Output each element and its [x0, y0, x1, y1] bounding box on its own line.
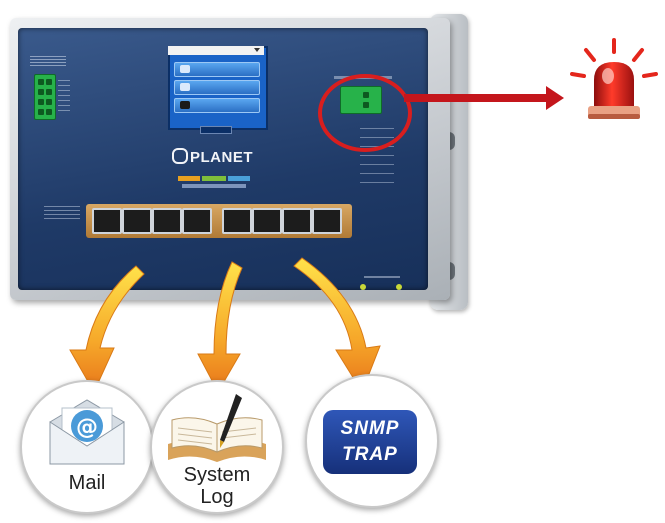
- alarm-arrow-shaft: [404, 94, 549, 102]
- screen-button-3: [174, 98, 260, 113]
- book-pen-icon: [168, 394, 266, 462]
- system-log-caption-line1: System: [183, 464, 251, 486]
- mail-at-glyph: @: [76, 415, 98, 440]
- mail-bubble: @ Mail: [20, 380, 154, 514]
- screen-dropdown: [168, 46, 264, 55]
- snmp-trap-icon: SNMP TRAP: [323, 410, 417, 474]
- system-log-caption-line2: Log: [200, 486, 234, 508]
- trap-label: TRAP: [342, 444, 398, 465]
- screen-button-icon: [180, 65, 190, 73]
- alarm-beacon-icon: [570, 38, 658, 119]
- status-led: [396, 284, 402, 290]
- brand-logo: PLANET: [172, 148, 253, 166]
- ethernet-port: [92, 208, 122, 234]
- color-strip: [228, 176, 250, 181]
- led-label-line: [364, 276, 400, 278]
- planet-logo-icon: [172, 148, 188, 164]
- color-strip: [202, 176, 226, 181]
- port-legend-text: [44, 206, 80, 222]
- terminal-label-text: [30, 56, 66, 66]
- screen-button-1: [174, 62, 260, 77]
- screen-button-icon: [180, 101, 190, 109]
- ethernet-port: [222, 208, 252, 234]
- curved-arrow-icon: [293, 257, 381, 394]
- mail-envelope-icon: @: [49, 399, 125, 465]
- color-strip: [178, 176, 200, 181]
- ethernet-port: [182, 208, 212, 234]
- snmp-label: SNMP: [340, 418, 400, 439]
- terminal-pin-labels: [58, 80, 70, 114]
- brand-name: PLANET: [190, 149, 253, 166]
- ethernet-port: [252, 208, 282, 234]
- screen-button-icon: [180, 83, 190, 91]
- status-led: [360, 284, 366, 290]
- curved-arrow-icon: [69, 265, 145, 394]
- screen-tag: [200, 126, 232, 134]
- ethernet-port: [122, 208, 152, 234]
- system-log-caption: System Log: [152, 464, 282, 508]
- power-terminal-block: [34, 74, 56, 120]
- alarm-arrow-head: [546, 86, 564, 110]
- curved-arrow-icon: [197, 261, 243, 394]
- ethernet-port: [312, 208, 342, 234]
- system-log-bubble: System Log: [150, 380, 284, 514]
- chevron-down-icon: [254, 48, 260, 52]
- screen-button-2: [174, 80, 260, 95]
- alarm-highlight-circle: [318, 74, 412, 152]
- model-strip: [182, 184, 246, 188]
- ethernet-port: [282, 208, 312, 234]
- mail-caption: Mail: [68, 472, 106, 494]
- ethernet-port: [152, 208, 182, 234]
